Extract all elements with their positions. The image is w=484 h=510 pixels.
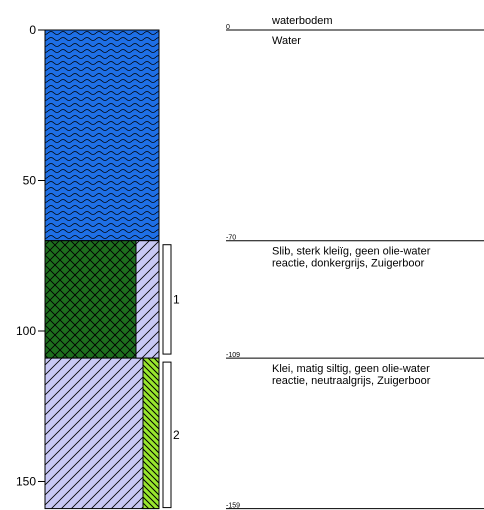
layer-column	[44, 29, 160, 510]
axis-tick-label: 100	[16, 324, 36, 338]
layer-depth-label: -109	[226, 352, 240, 359]
sublayer-strip-2	[142, 357, 160, 510]
layer-block-1	[44, 29, 160, 242]
axis-tick-label: 50	[23, 174, 37, 188]
sample-brackets: 12	[162, 244, 180, 509]
layer-description-line: Slib, sterk kleiïg, geen olie-water	[272, 246, 431, 258]
layer-depth-label: 0	[226, 24, 230, 31]
layer-block-3	[44, 357, 160, 510]
depth-axis: 0 50 100 150	[16, 23, 46, 509]
layer-description-line: Water	[272, 35, 301, 47]
layer-description-line: reactie, neutraalgrijs, Zuigerboor	[272, 375, 431, 387]
sublayer-strips	[135, 240, 160, 510]
sample-bracket-2	[162, 361, 172, 509]
axis-tick-label: 150	[16, 475, 36, 489]
layer-description-line: reactie, donkergrijs, Zuigerboor	[272, 258, 425, 270]
layer-title: waterbodem	[271, 15, 333, 27]
sample-bracket-1	[162, 244, 172, 355]
sample-label: 1	[173, 292, 180, 306]
layer-depth-label: -70	[226, 235, 236, 242]
sample-label: 2	[173, 428, 180, 442]
sublayer-strip-1	[135, 240, 160, 359]
axis-tick-label: 0	[29, 23, 36, 37]
layer-description-line: Klei, matig siltig, geen olie-water	[272, 363, 430, 375]
bottom-depth-label: -159	[226, 503, 240, 510]
